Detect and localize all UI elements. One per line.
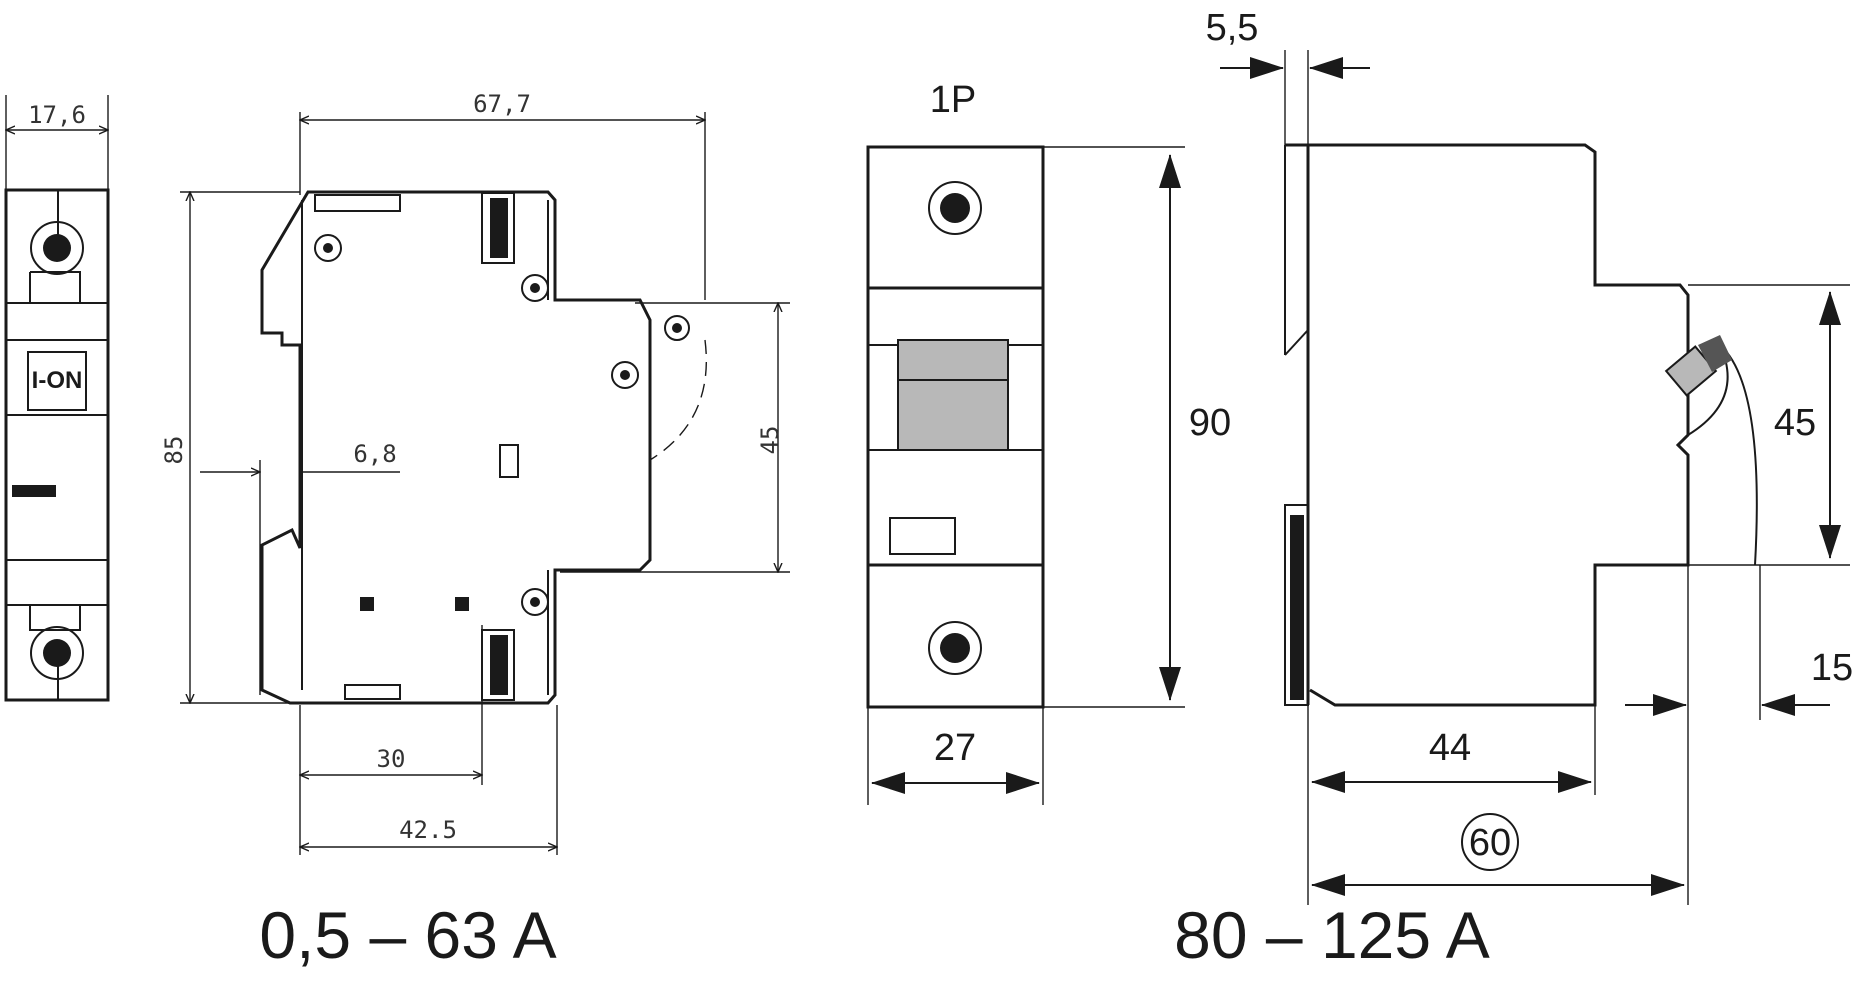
front-label-ion: I-ON <box>32 367 83 394</box>
dim-height-85: 85 <box>160 436 188 465</box>
dim-depth-42-5: 42.5 <box>399 816 457 844</box>
dim-rail-30: 30 <box>377 745 406 773</box>
dim-offset-6-8: 6,8 <box>353 440 396 468</box>
dim-offset-5-5: 5,5 <box>1206 7 1259 49</box>
dim-window-45-left: 45 <box>756 426 784 455</box>
range-label-large: 80 – 125 A <box>1174 898 1490 972</box>
dim-width-27: 27 <box>934 727 976 769</box>
side-view-large: 5,5 45 15 44 6 <box>1206 7 1853 905</box>
dim-height-90: 90 <box>1189 402 1231 444</box>
range-label-small: 0,5 – 63 A <box>259 898 556 972</box>
side-view-small: 67,7 85 45 6,8 30 42.5 <box>160 90 790 855</box>
dim-width-17-6: 17,6 <box>28 101 86 129</box>
front-view-small: 17,6 I-ON <box>4 95 110 702</box>
dim-depth-60: 60 <box>1469 822 1511 864</box>
poles-label-1p: 1P <box>930 79 976 121</box>
front-view-1p: 1P 90 27 <box>866 79 1231 805</box>
dim-depth-44: 44 <box>1429 727 1471 769</box>
dim-window-45-right: 45 <box>1774 402 1816 444</box>
dim-offset-15: 15 <box>1811 647 1853 689</box>
dim-depth-67-7: 67,7 <box>473 90 531 118</box>
